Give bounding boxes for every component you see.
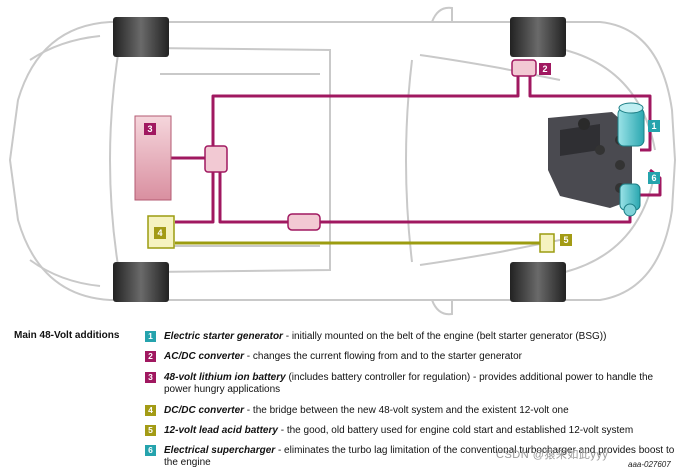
marker-3: 3	[144, 123, 156, 135]
rear-left-tire	[510, 17, 566, 57]
inline-cable-connector	[287, 213, 321, 231]
engine-block	[548, 112, 632, 208]
legend-desc: - changes the current flowing from and t…	[244, 351, 522, 362]
supercharger-component	[619, 183, 641, 217]
legend-badge: 5	[145, 425, 156, 436]
legend-term: 48-volt lithium ion battery	[164, 372, 286, 383]
front-right-tire	[113, 262, 169, 302]
legend-desc: - the good, old battery used for engine …	[277, 425, 634, 436]
legend-desc: - eliminates the turbo lag limitation of…	[164, 445, 675, 468]
legend-title: Main 48-Volt additions	[14, 330, 120, 341]
figure-id: aaa-027607	[628, 460, 671, 469]
marker-5: 5	[560, 234, 572, 246]
vehicle-48v-diagram	[8, 6, 677, 316]
car-body-outline	[8, 21, 677, 301]
legend-desc: - initially mounted on the belt of the e…	[282, 331, 607, 342]
marker-2: 2	[539, 63, 551, 75]
front-left-tire	[113, 17, 169, 57]
legend-term: Electrical supercharger	[164, 445, 276, 456]
marker-1: 1	[648, 120, 660, 132]
legend-desc: - the bridge between the new 48-volt sys…	[244, 405, 569, 416]
legend-badge: 4	[145, 405, 156, 416]
legend-term: AC/DC converter	[164, 351, 245, 362]
acdc-converter-component	[511, 59, 537, 77]
legend-badge: 3	[145, 372, 156, 383]
legend-badge: 2	[145, 351, 156, 362]
legend-term: 12-volt lead acid battery	[164, 425, 278, 436]
junction-box-component	[204, 145, 228, 173]
legend-desc: (includes battery controller for regulat…	[164, 372, 654, 395]
legend-badge: 1	[145, 331, 156, 342]
wiring-48v	[170, 76, 662, 224]
marker-4: 4	[154, 227, 166, 239]
rear-right-tire	[510, 262, 566, 302]
legend-term: Electric starter generator	[164, 331, 283, 342]
lead-acid-battery-component	[539, 233, 555, 253]
starter-generator-component	[617, 102, 645, 147]
side-mirrors	[431, 6, 453, 316]
watermark: CSDN @猿来如此yyy	[496, 449, 609, 461]
legend-badge: 6	[145, 445, 156, 456]
marker-6: 6	[648, 172, 660, 184]
legend-term: DC/DC converter	[164, 405, 245, 416]
